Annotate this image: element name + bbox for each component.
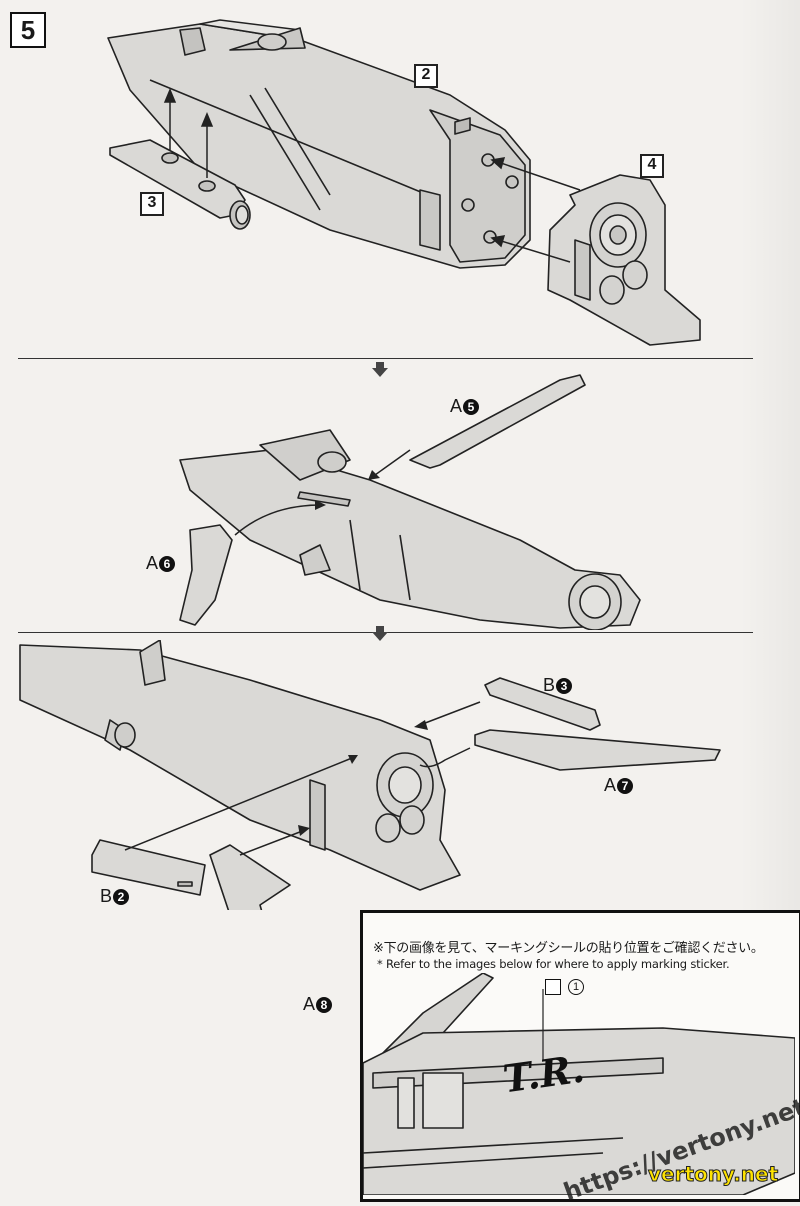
part-A8 <box>209 844 291 910</box>
label-part-3: 3 <box>140 192 164 216</box>
flow-arrow-2 <box>372 626 388 641</box>
sticker-location-illustration <box>363 973 795 1195</box>
assembled-body <box>179 449 641 629</box>
part-A5 <box>409 374 586 469</box>
note-english-text: * Refer to the images below for where to… <box>377 957 730 971</box>
assembled-body-rear <box>19 644 461 891</box>
step-number-badge: 5 <box>10 12 46 48</box>
part-A6 <box>179 524 233 626</box>
step-divider-1 <box>18 358 753 359</box>
label-part-4: 4 <box>640 154 664 178</box>
panel-3-illustration <box>19 640 721 910</box>
flow-arrow-1 <box>372 362 388 377</box>
panel-2-illustration <box>179 374 641 630</box>
part-B2 <box>91 839 206 896</box>
sticker-number-badge: 1 <box>568 979 584 995</box>
note-japanese-text: ※下の画像を見て、マーキングシールの貼り位置をご確認ください。 <box>373 941 764 956</box>
part-B3 <box>484 677 601 731</box>
watermark-brand: vertony.net <box>647 1162 779 1187</box>
sticker-placement-note: ※下の画像を見て、マーキングシールの貼り位置をご確認ください。 * Refer … <box>360 910 800 1202</box>
part-A7 <box>474 729 721 771</box>
label-part-2: 2 <box>414 64 438 88</box>
sticker-marker-icon <box>545 979 561 995</box>
panel-1-illustration <box>107 19 701 346</box>
